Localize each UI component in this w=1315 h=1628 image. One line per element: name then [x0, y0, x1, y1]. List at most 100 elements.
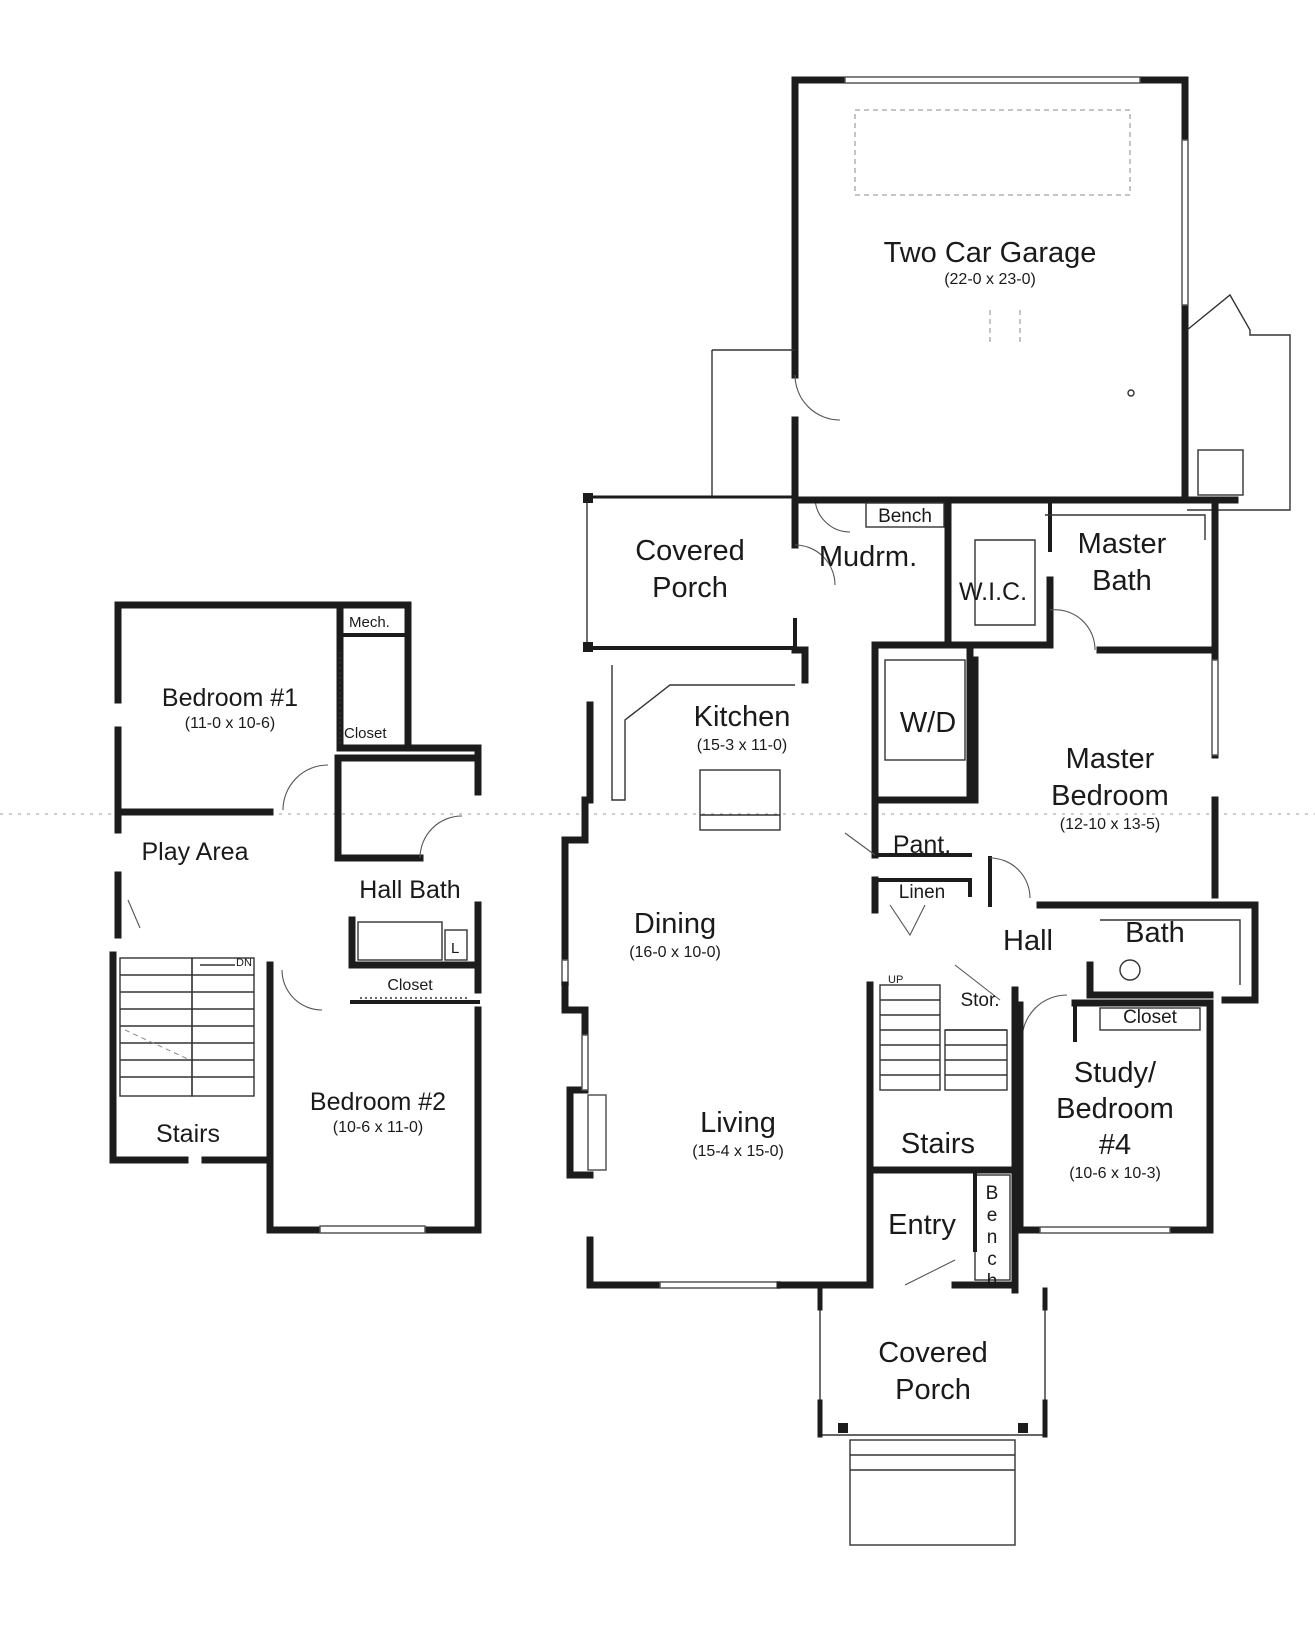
wic-label: W.I.C. — [959, 578, 1027, 606]
closet2-label: Closet — [387, 977, 433, 994]
hall-bath-label: Hall Bath — [359, 876, 460, 904]
study-label-line1: Study/ — [1074, 1057, 1157, 1089]
wall — [114, 601, 412, 752]
garage-equipment — [1197, 449, 1244, 496]
side-porch-label-line2: Porch — [652, 572, 728, 604]
wd-label: W/D — [900, 707, 956, 739]
front-porch-label-line2: Porch — [895, 1374, 971, 1406]
kitchen-counter — [611, 665, 795, 801]
laundry-label: L — [451, 940, 459, 957]
closet-label: Closet — [1123, 1007, 1178, 1028]
wall — [266, 1156, 324, 1234]
door-swing — [989, 857, 1031, 899]
porch-outline — [819, 1290, 1046, 1436]
master-bedroom-dims: (12-10 x 13-5) — [1060, 816, 1161, 833]
bedroom2-label: Bedroom #2 — [310, 1088, 446, 1116]
upper-floor-plan: Bedroom #1 (11-0 x 10-6) Mech. Closet Pl… — [109, 601, 482, 1234]
wall — [348, 916, 482, 969]
study-label-line2: Bedroom — [1056, 1093, 1174, 1125]
door-swing — [127, 899, 141, 929]
kitchen-island — [699, 769, 781, 831]
master-bedroom-label-line1: Master — [1066, 743, 1155, 775]
side-porch-label-line1: Covered — [635, 535, 745, 567]
entry-bench-letter: e — [987, 1205, 998, 1226]
drain — [1127, 389, 1135, 397]
bath-counter — [1100, 919, 1241, 985]
wall — [588, 618, 797, 650]
garage-door — [844, 76, 1141, 84]
door-swing — [889, 904, 926, 937]
window — [319, 1225, 426, 1234]
living-dims: (15-4 x 15-0) — [692, 1143, 784, 1160]
door-swing — [844, 832, 876, 856]
car-outline — [854, 109, 1131, 196]
wall — [791, 646, 809, 684]
entry-label: Entry — [888, 1209, 956, 1241]
wall — [1086, 961, 1214, 999]
attic-hatch — [989, 310, 1021, 345]
window — [581, 1034, 589, 1091]
door-swing — [954, 964, 1001, 1001]
entry-bench-letter: n — [987, 1227, 998, 1248]
hall-label: Hall — [1003, 925, 1053, 957]
front-steps — [849, 1439, 1016, 1546]
door-swing — [794, 544, 836, 586]
bedroom2-dims: (10-6 x 11-0) — [333, 1119, 423, 1136]
door-swing — [1021, 994, 1068, 1041]
play-area-label: Play Area — [141, 838, 248, 866]
wall — [944, 576, 1054, 649]
wall — [421, 1006, 482, 1234]
bath-label: Bath — [1125, 917, 1185, 949]
dining-label: Dining — [634, 908, 716, 940]
window — [659, 1281, 781, 1289]
wall — [1136, 76, 1189, 144]
entry-bench-letter: B — [986, 1183, 999, 1204]
mud-bench-label: Bench — [878, 506, 932, 527]
stair-treads-main — [879, 984, 1008, 1091]
main-stairs-label: Stairs — [901, 1128, 975, 1160]
wall — [109, 951, 189, 1164]
bath-counter — [1045, 514, 1206, 540]
door-swing — [794, 374, 841, 421]
window — [1211, 659, 1219, 756]
wall — [566, 1086, 594, 1179]
master-bath-label-line1: Master — [1078, 528, 1167, 560]
wall — [1016, 1001, 1044, 1234]
mech-label: Mech. — [349, 614, 390, 631]
dining-dims: (16-0 x 10-0) — [629, 944, 721, 961]
door-swing — [419, 815, 463, 859]
wall — [873, 878, 972, 897]
wd-closet — [884, 659, 966, 761]
master-bath-label-line2: Bath — [1092, 565, 1152, 597]
wall — [586, 1236, 664, 1289]
wall — [561, 796, 594, 964]
door-swing — [282, 764, 329, 811]
side-door-stoop — [1186, 293, 1291, 511]
bathtub — [357, 921, 443, 961]
wall — [404, 744, 482, 796]
window — [561, 959, 569, 986]
stair-treads-upper — [119, 957, 255, 1097]
kitchen-label: Kitchen — [694, 701, 791, 733]
study-dims: (10-6 x 10-3) — [1069, 1165, 1161, 1182]
stair-dn-label: DN — [236, 957, 252, 969]
porch-post — [838, 1423, 848, 1433]
wall — [871, 641, 974, 804]
living-label: Living — [700, 1107, 776, 1139]
kitchen-dims: (15-3 x 11-0) — [697, 737, 787, 754]
wall — [1036, 901, 1259, 1004]
toilet — [1119, 959, 1141, 981]
upper-stairs-label: Stairs — [156, 1120, 220, 1148]
front-porch-label-line1: Covered — [878, 1337, 988, 1369]
storage-label: Stor. — [960, 990, 999, 1011]
wall — [561, 981, 589, 1039]
study-closet — [1099, 1007, 1201, 1031]
porch-post — [1018, 1423, 1028, 1433]
garage-label: Two Car Garage — [884, 237, 1097, 269]
master-bedroom-label-line2: Bedroom — [1051, 780, 1169, 812]
fireplace — [587, 1094, 607, 1171]
door-swing — [1049, 609, 1096, 651]
stair-up-label: UP — [888, 974, 903, 986]
mud-bench — [865, 502, 945, 528]
laundry-box — [444, 929, 468, 961]
